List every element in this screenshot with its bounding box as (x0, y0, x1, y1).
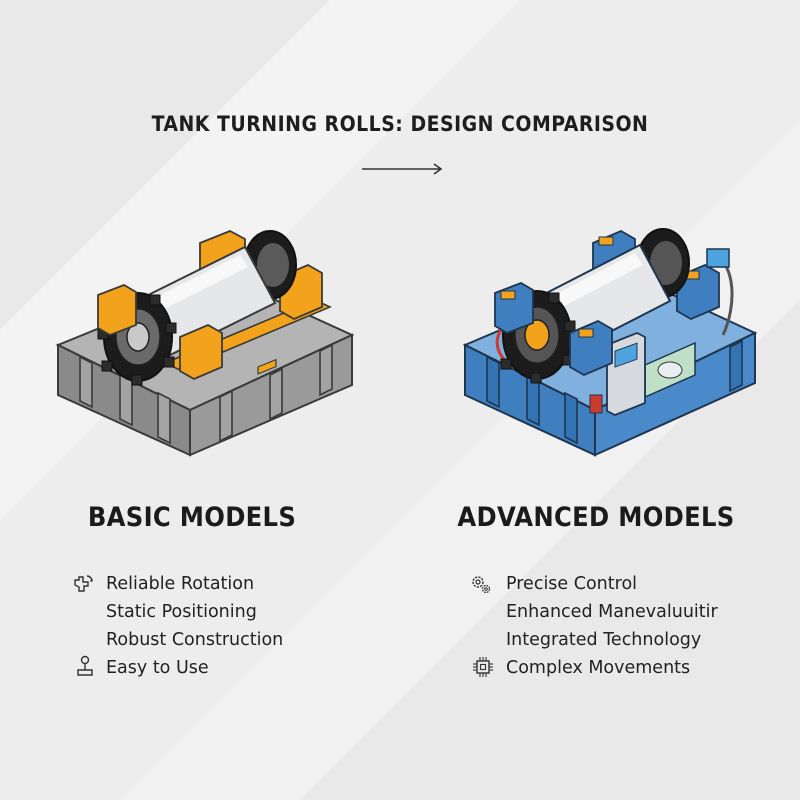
basic-models-heading: BASIC MODELS (87, 502, 297, 533)
list-item: Complex Movements (506, 658, 691, 678)
list-item: Static Positioning (106, 602, 257, 622)
arrow-right-icon (362, 163, 443, 175)
advanced-models-heading: ADVANCED MODELS (457, 502, 735, 533)
advanced-turning-roll-illustration (462, 228, 758, 457)
joystick-icon (77, 655, 93, 676)
list-item: Enhanced Manevaluuitir (506, 602, 718, 622)
list-item: Precise Control (506, 574, 638, 594)
list-item: Reliable Rotation (106, 574, 255, 594)
circuit-chip-icon (473, 657, 493, 677)
list-item: Easy to Use (106, 658, 209, 678)
page-title: TANK TURNING ROLLS: DESIGN COMPARISON (151, 112, 649, 136)
list-item: Robust Construction (106, 630, 284, 650)
list-item: Integrated Technology (506, 630, 702, 650)
basic-turning-roll-illustration (55, 230, 355, 457)
hand-rotate-icon (74, 575, 93, 592)
gears-icon (472, 576, 491, 594)
